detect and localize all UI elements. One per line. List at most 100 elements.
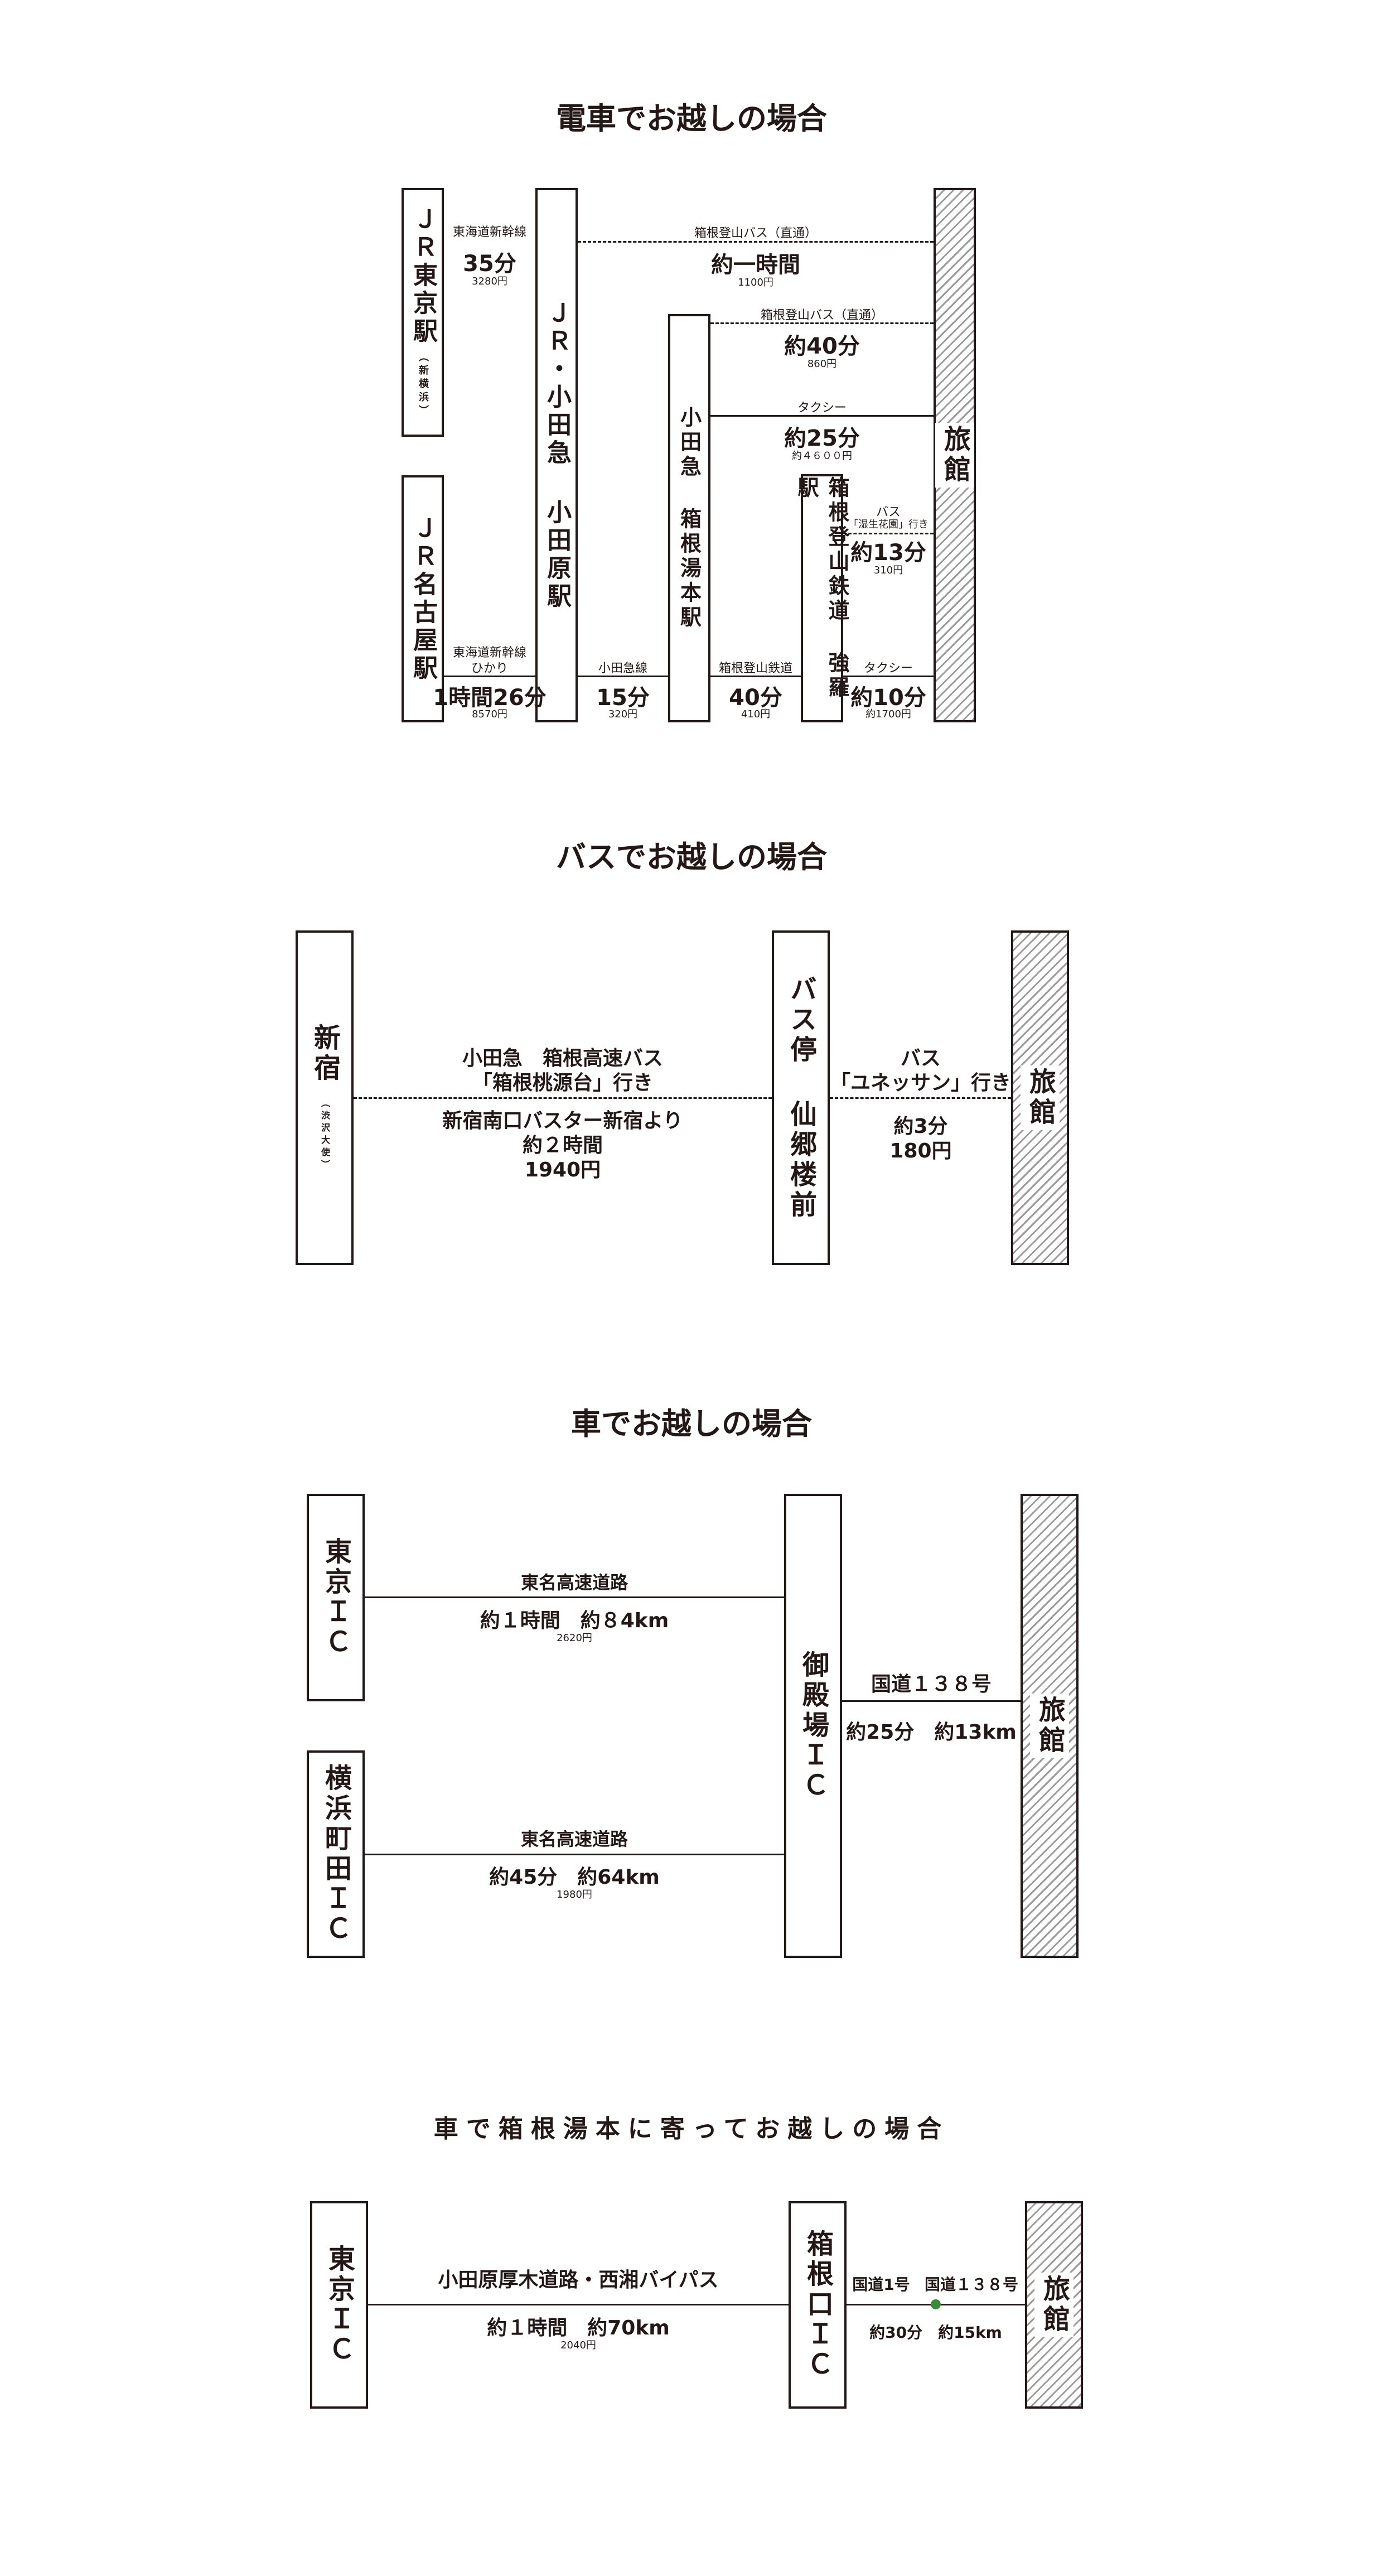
- car-route-line-yokohama: [365, 1854, 784, 1855]
- hikari-label-sub: ひかり: [471, 662, 509, 676]
- ryokan-bus-label: 旅館: [1021, 1065, 1060, 1130]
- bus-route-line-right: [830, 1097, 1011, 1099]
- route-line-taxi2: [843, 676, 934, 677]
- bus-left-line4: 約２時間: [522, 1134, 603, 1157]
- car2-r1-time: 約１時間 約70km: [487, 2317, 670, 2339]
- bus-left-line1: 小田急 箱根高速バス: [462, 1047, 664, 1070]
- route-line-bus2: [710, 322, 934, 324]
- tozan-time: 40分: [729, 685, 782, 711]
- car2-tokyo-ic-box: 東京ＩＣ: [310, 2201, 368, 2409]
- tozan-label: 箱根登山鉄道: [718, 662, 793, 676]
- hikari-time: 1時間26分: [433, 685, 547, 711]
- bus1-time: 約一時間: [711, 252, 800, 278]
- car-r2-time: 約45分 約64km: [489, 1866, 660, 1889]
- bus-route-line-left: [354, 1097, 772, 1099]
- route-line-bus3: [843, 533, 934, 534]
- taxi1-price: 約４６００円: [792, 450, 852, 462]
- ryokan-car2-label: 旅館: [1034, 2273, 1073, 2337]
- busstop-box: バス停 仙郷楼前: [772, 930, 830, 1265]
- station-nagoya: ＪＲ名古屋駅: [402, 475, 444, 722]
- station-yumoto-label: 小田急 箱根湯本駅: [676, 406, 702, 630]
- hakone-ic-label: 箱根口ＩＣ: [802, 2230, 833, 2380]
- tokaido-label: 東海道新幹線: [452, 225, 527, 239]
- gotemba-ic-label: 御殿場ＩＣ: [797, 1651, 829, 1801]
- tokyo-ic-label: 東京ＩＣ: [320, 1537, 351, 1658]
- tokaido-price: 3280円: [472, 276, 507, 287]
- station-odawara: ＪＲ・小田急 小田原駅: [535, 188, 578, 722]
- ryokan-train: 旅館: [934, 188, 976, 722]
- car2-title: 車で箱根湯本に寄ってお越しの場合: [433, 2115, 950, 2143]
- hikari-label: 東海道新幹線: [452, 646, 527, 660]
- route-line-odakyu: [578, 676, 668, 677]
- gotemba-ic-box: 御殿場ＩＣ: [784, 1494, 842, 1958]
- car2-r2-time: 約30分 約15km: [869, 2323, 1002, 2342]
- taxi2-price: 約1700円: [865, 708, 911, 720]
- junction-dot-icon: [931, 2299, 941, 2309]
- ryokan-car: 旅館: [1021, 1494, 1079, 1958]
- bus3-label: バス: [876, 505, 901, 519]
- route-line-taxi1: [710, 415, 934, 417]
- bus-right-line2: 「ユネッサン」行き: [830, 1072, 1012, 1094]
- car-route-line-gotemba: [842, 1700, 1021, 1702]
- station-gora: 箱根登山鉄道 強羅駅: [794, 474, 849, 722]
- bus-left-line3: 新宿南口バスター新宿より: [442, 1109, 683, 1132]
- car-title: 車でお越しの場合: [571, 1406, 812, 1441]
- station-tokyo-sub: （新横浜）: [417, 351, 429, 418]
- train-title: 電車でお越しの場合: [556, 101, 827, 136]
- bus-right-line4: 180円: [889, 1140, 952, 1162]
- tokaido-time: 35分: [463, 251, 516, 277]
- car-r2-label: 東名高速道路: [520, 1829, 628, 1850]
- station-tokyo: ＪＲ東京駅 （新横浜）: [402, 188, 444, 437]
- bus3-time: 約13分: [850, 540, 926, 566]
- taxi1-label: タクシー: [797, 401, 847, 415]
- bus-right-line3: 約3分: [893, 1115, 948, 1138]
- ryokan-car2: 旅館: [1025, 2201, 1083, 2409]
- bus-title: バスでお越しの場合: [556, 840, 827, 875]
- odakyu-label: 小田急線: [598, 662, 648, 676]
- car-r1-price: 2620円: [557, 1632, 592, 1644]
- hikari-price: 8570円: [472, 708, 507, 720]
- ryokan-bus: 旅館: [1011, 930, 1069, 1265]
- route-line-hikari: [444, 676, 535, 677]
- car2-tokyo-ic-label: 東京ＩＣ: [323, 2245, 355, 2365]
- car2-r2-label-a: 国道1号: [852, 2275, 910, 2294]
- station-odawara-label: ＪＲ・小田急 小田原駅: [543, 300, 571, 611]
- yokohama-ic-label: 横浜町田ＩＣ: [320, 1764, 351, 1945]
- car-r2-price: 1980円: [557, 1889, 592, 1900]
- station-tokyo-label: ＪＲ東京駅: [409, 206, 437, 346]
- car2-r1-label: 小田原厚木道路・西湘バイパス: [438, 2269, 719, 2292]
- tokyo-ic-box: 東京ＩＣ: [307, 1494, 365, 1701]
- car2-r1-price: 2040円: [560, 2339, 596, 2351]
- bus1-label: 箱根登山バス（直通）: [694, 226, 818, 240]
- bus2-label: 箱根登山バス（直通）: [760, 308, 884, 322]
- bus1-price: 1100円: [738, 277, 773, 288]
- ryokan-car-label: 旅館: [1030, 1694, 1069, 1758]
- station-nagoya-label: ＪＲ名古屋駅: [409, 515, 437, 683]
- bus-left-line5: 1940円: [524, 1159, 601, 1181]
- yokohama-ic-box: 横浜町田ＩＣ: [307, 1750, 365, 1958]
- car-r1-label: 東名高速道路: [520, 1572, 628, 1593]
- taxi2-label: タクシー: [863, 662, 913, 676]
- bus3-label-dest: 「湿生花園」行き: [848, 519, 929, 530]
- busstop-label: バス停 仙郷楼前: [785, 975, 816, 1221]
- car2-r2-label-b: 国道１３８号: [924, 2275, 1019, 2294]
- ryokan-train-label: 旅館: [935, 423, 974, 488]
- car-r3-time: 約25分 約13km: [846, 1721, 1017, 1744]
- bus3-price: 310円: [873, 565, 903, 576]
- hakone-ic-box: 箱根口ＩＣ: [789, 2201, 847, 2409]
- odakyu-price: 320円: [608, 708, 638, 720]
- taxi1-time: 約25分: [784, 426, 860, 451]
- shinjuku-box: 新宿 （渋沢大使）: [296, 930, 354, 1265]
- tozan-price: 410円: [741, 708, 771, 720]
- car2-route-line-left: [368, 2304, 789, 2305]
- car-r1-time: 約１時間 約８4km: [480, 1609, 669, 1632]
- taxi2-time: 約10分: [850, 685, 926, 711]
- car-route-line-tokyo: [365, 1596, 784, 1598]
- bus-right-line1: バス: [900, 1047, 941, 1070]
- bus2-price: 860円: [807, 358, 837, 370]
- car-r3-label: 国道１３８号: [871, 1673, 992, 1696]
